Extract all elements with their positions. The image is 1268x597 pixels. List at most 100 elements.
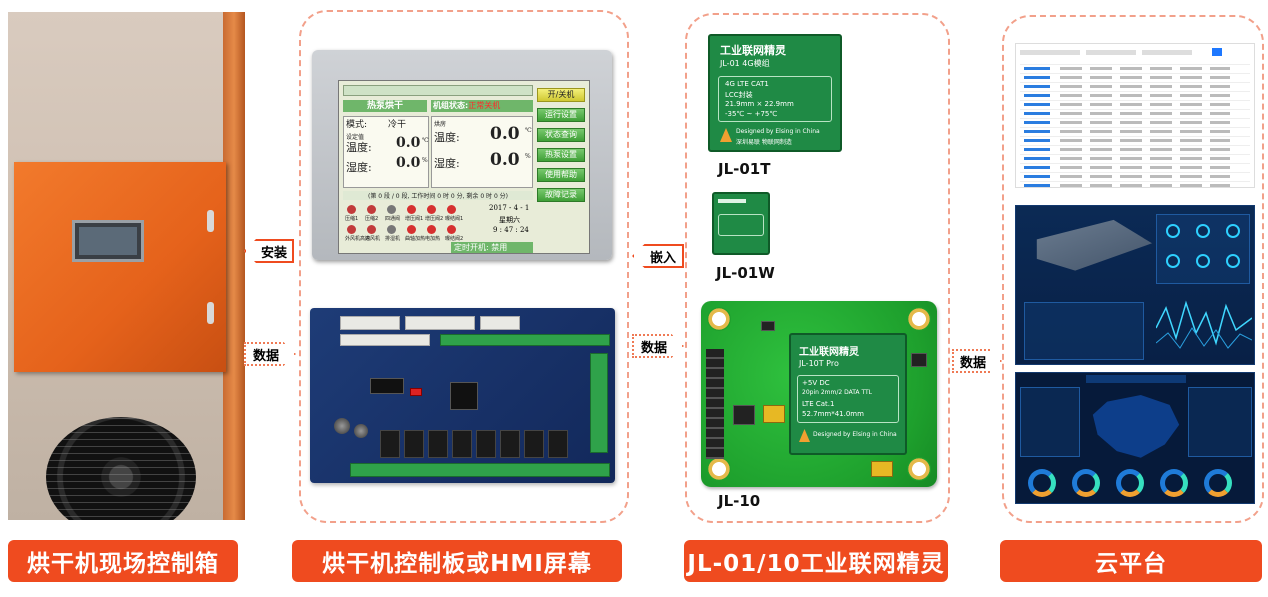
jl01t-brand: 工业联网精灵: [720, 44, 786, 57]
site-control-box-photo: [8, 12, 245, 520]
hmi-time: 9 : 47 : 24: [493, 226, 529, 234]
table-cells: [1060, 184, 1230, 187]
jl10-spec-box: +5V DC 20pin 2mm/2 DATA TTL LTE Cat.1 52…: [797, 375, 899, 423]
help-button[interactable]: 使用帮助: [537, 168, 585, 182]
table-link: [1024, 67, 1050, 70]
connector: [405, 316, 475, 330]
relay: [404, 430, 424, 458]
gauge-icon: [1226, 224, 1240, 238]
jl10-spec: +5V DC: [802, 379, 830, 387]
table-link: [1024, 166, 1050, 169]
hmi-panel: 热泵烘干 机组状态:正常关机 模式: 冷干 设定值 温度: 0.0 ℃ 湿度: …: [312, 50, 612, 260]
table-cells: [1060, 103, 1230, 106]
jl01t-label: JL-01T: [718, 160, 771, 178]
fault-log-button[interactable]: 故障记录: [537, 188, 585, 202]
table-cells: [1060, 157, 1230, 160]
room-label: 烘房: [434, 121, 447, 128]
terminal-block: [350, 463, 610, 477]
jl10-spec: LTE Cat.1: [802, 400, 835, 408]
caption-module: JL-01/10工业联网精灵: [684, 540, 948, 582]
jl10-board: 工业联网精灵 JL-10T Pro +5V DC 20pin 2mm/2 DAT…: [701, 301, 937, 487]
status-query-button[interactable]: 状态查询: [537, 128, 585, 142]
mount-hole: [707, 307, 731, 331]
gauge-icon: [1166, 254, 1180, 268]
elsing-logo-icon: [799, 429, 810, 442]
gauge-icon: [1196, 224, 1210, 238]
embed-label: 嵌入: [649, 250, 676, 266]
connector: [340, 334, 430, 346]
jl01w-spec-box: [718, 214, 764, 236]
jl10-model: JL-10T Pro: [799, 359, 839, 368]
set-temp-unit: ℃: [422, 137, 429, 144]
component-icon: [427, 225, 436, 234]
heat-pump-settings-button[interactable]: 热泵设置: [537, 148, 585, 162]
terminal-block: [440, 334, 610, 346]
component-label: 压缩1: [345, 216, 359, 222]
component-icon: [347, 225, 356, 234]
room-humid-unit: %: [525, 153, 531, 160]
cabinet-hmi-screen: [72, 220, 144, 262]
relay: [452, 430, 472, 458]
set-humid-unit: %: [422, 157, 428, 164]
run-settings-button[interactable]: 运行设置: [537, 108, 585, 122]
table-row: [1020, 100, 1250, 101]
donut-chart: [1116, 469, 1144, 497]
jl01t-spec: 4G LTE CAT1: [725, 80, 769, 88]
jl01w-label: JL-01W: [716, 264, 775, 282]
table-cells: [1060, 148, 1230, 151]
component-icon: [447, 205, 456, 214]
connector: [340, 316, 400, 330]
component-label: 电加热: [425, 236, 441, 242]
table-cells: [1060, 175, 1230, 178]
install-arrow: 安装: [244, 239, 294, 263]
timer-status: 定时开机: 禁用: [451, 242, 533, 253]
table-row: [1020, 109, 1250, 110]
data-label: 数据: [640, 340, 667, 356]
table-row: [1020, 64, 1250, 65]
dip-switch: [410, 388, 422, 396]
component-icon: [387, 225, 396, 234]
tantalum-capacitor: [871, 461, 893, 477]
table-row: [1020, 136, 1250, 137]
search-button: [1212, 48, 1222, 56]
relay: [524, 430, 544, 458]
jl01t-spec-box: 4G LTE CAT1 LCC封装 21.9mm × 22.9mm -35℃ ~…: [718, 76, 832, 122]
cloud-table-screenshot: [1015, 43, 1255, 188]
data-label: 数据: [252, 348, 279, 364]
china-map: [1092, 395, 1180, 458]
table-link: [1024, 85, 1050, 88]
room-humid-value: 0.0: [490, 150, 520, 170]
component-icon: [407, 225, 416, 234]
cabinet-lock: [207, 302, 214, 324]
jl10-spec: 20pin 2mm/2 DATA TTL: [802, 389, 873, 396]
table-link: [1024, 112, 1050, 115]
hmi-screen: 热泵烘干 机组状态:正常关机 模式: 冷干 设定值 温度: 0.0 ℃ 湿度: …: [338, 80, 590, 254]
mount-hole: [907, 307, 931, 331]
donut-chart: [1072, 469, 1100, 497]
filter-bar: [1142, 50, 1192, 55]
mount-hole: [707, 457, 731, 481]
hmi-status-strip: [343, 85, 533, 96]
jl01t-spec: LCC封装: [725, 91, 753, 99]
component-label: 外风机高速: [345, 236, 371, 242]
component-label: 增压阀2: [425, 216, 444, 222]
power-button[interactable]: 开/关机: [537, 88, 585, 102]
jl01w-brand-mark: [718, 199, 746, 203]
component-icon: [347, 205, 356, 214]
room-box: 烘房 温度: 0.0 ℃ 湿度: 0.0 %: [431, 116, 533, 188]
controller-frame: [299, 10, 629, 523]
hmi-title: 热泵烘干: [343, 100, 427, 112]
hmi-date: 2017 - 4 - 1: [489, 204, 530, 212]
hmi-stage-text: (第 0 段 / 0 段, 工作时间 0 时 0 分, 剩余 0 时 0 分): [343, 191, 533, 200]
table-link: [1024, 139, 1050, 142]
inductor: [733, 405, 755, 425]
data-arrow-3: 数据: [952, 349, 1002, 373]
jl01t-footer: 深圳易联 物联网制造: [736, 139, 792, 146]
donut-chart: [1160, 469, 1188, 497]
table-row: [1020, 118, 1250, 119]
caption-controller: 烘干机控制板或HMI屏幕: [292, 540, 622, 582]
table-cells: [1060, 139, 1230, 142]
component-label: 排湿机: [385, 236, 401, 242]
room-temp-label: 温度:: [434, 131, 460, 144]
component-label: 四通阀: [385, 216, 401, 222]
